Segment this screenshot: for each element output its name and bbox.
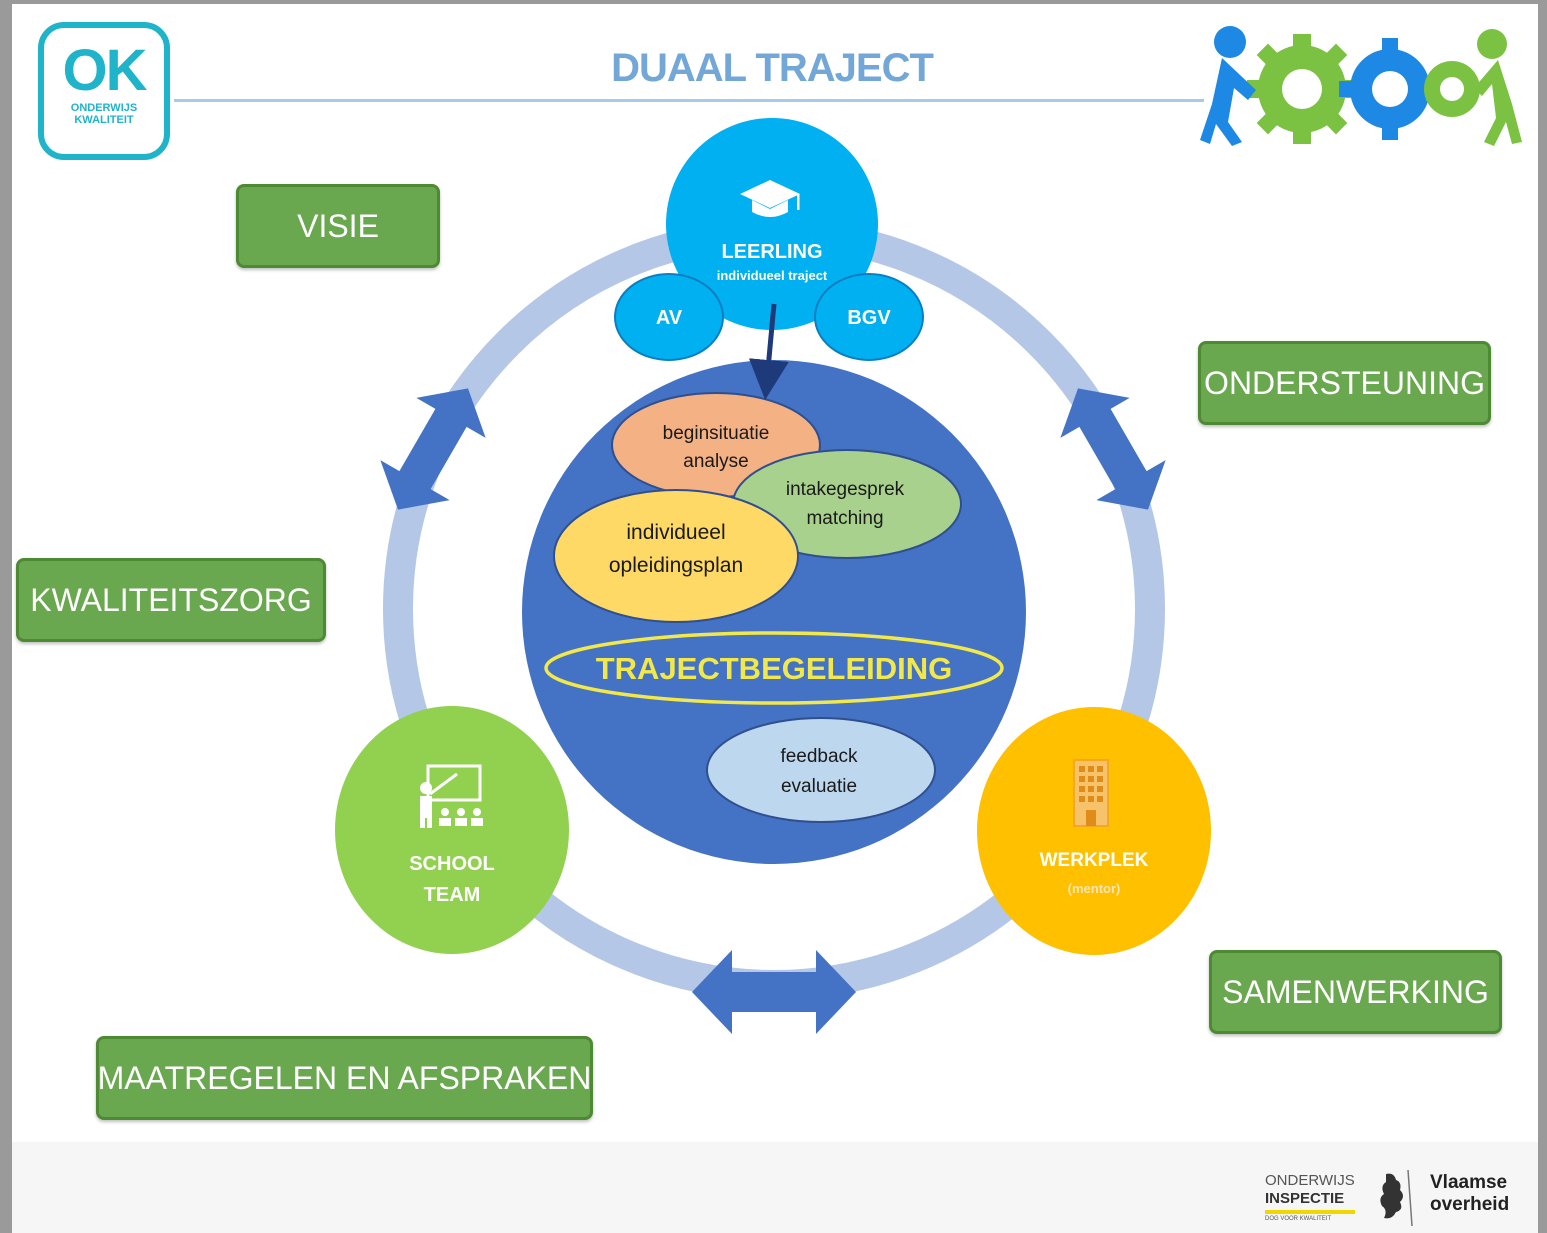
school-team-circle [335, 706, 569, 954]
building-icon [1073, 759, 1109, 827]
samenwerking-box: SAMENWERKING [1209, 950, 1502, 1034]
diagram-canvas: beginsituatie analyse intakegesprek matc… [335, 26, 1522, 1034]
footer: ONDERWIJS INSPECTIE DOG VOOR KWALITEIT V… [12, 1142, 1538, 1233]
figure-green-icon [1474, 29, 1522, 146]
double-arrow-left [380, 388, 486, 510]
leerling-circle [666, 118, 878, 330]
inspectie-underline [1265, 1210, 1355, 1214]
title-divider [174, 99, 1204, 102]
feedback-line2: evaluatie [781, 776, 857, 797]
opleidingsplan-line2: opleidingsplan [609, 554, 743, 577]
double-arrow-bottom [692, 950, 856, 1034]
logo-line-2: KWALITEIT [74, 114, 134, 126]
kwaliteitszorg-box: KWALITEITSZORG [16, 558, 326, 642]
leerling-arrow [748, 303, 789, 400]
feedback-line1: feedback [780, 746, 858, 767]
leerling-subtitle: individueel traject [717, 268, 828, 283]
page-title: DUAAL TRAJECT [611, 46, 934, 90]
intakegesprek-line1: intakegesprek [786, 479, 905, 500]
graduation-cap-icon [740, 180, 800, 217]
opleidingsplan-line1: individueel [626, 521, 725, 544]
gear-icon [1424, 61, 1480, 117]
beginsituatie-line2: analyse [683, 451, 749, 472]
center-label: TRAJECTBEGELEIDING [596, 651, 953, 686]
school-line2: TEAM [424, 884, 481, 906]
teacher-icon [420, 764, 483, 828]
inspectie-line1: ONDERWIJS [1265, 1172, 1355, 1189]
werkplek-subtitle: (mentor) [1068, 881, 1121, 896]
gear-icon [1247, 34, 1357, 144]
inspectie-tagline: DOG VOOR KWALITEIT [1265, 1216, 1332, 1222]
flemish-lion-icon [1380, 1169, 1413, 1227]
beginsituatie-line1: beginsituatie [663, 423, 770, 444]
werkplek-circle [977, 707, 1211, 955]
ondersteuning-box: ONDERSTEUNING [1198, 341, 1491, 425]
av-circle [614, 273, 724, 361]
av-label: AV [656, 307, 683, 329]
double-arrow-right [1060, 388, 1166, 510]
trajectbegeleiding-ellipse [544, 631, 1004, 705]
vlaamse-line2: overheid [1430, 1194, 1510, 1215]
bgv-label: BGV [847, 307, 891, 329]
school-line1: SCHOOL [409, 853, 495, 875]
maatregelen-box: MAATREGELEN EN AFSPRAKEN [96, 1036, 593, 1120]
onderwijs-kwaliteit-logo: OK ONDERWIJS KWALITEIT [38, 22, 170, 160]
gears-illustration [1200, 26, 1522, 146]
bgv-circle [814, 273, 924, 361]
intakegesprek-line2: matching [806, 508, 883, 529]
visie-box: VISIE [236, 184, 440, 268]
ellipse-feedback [706, 717, 936, 823]
slide: OK ONDERWIJS KWALITEIT DUAAL TRAJECT [12, 4, 1538, 1233]
werkplek-title: WERKPLEK [1040, 850, 1149, 871]
ellipse-opleidingsplan [553, 489, 799, 623]
logo-line-1: ONDERWIJS [70, 102, 138, 114]
inspectie-line2: INSPECTIE [1265, 1190, 1345, 1207]
figure-blue-icon [1200, 26, 1256, 146]
logo-ok-text: OK [62, 38, 148, 103]
leerling-title: LEERLING [721, 241, 822, 263]
vlaamse-line1: Vlaamse [1430, 1172, 1508, 1193]
